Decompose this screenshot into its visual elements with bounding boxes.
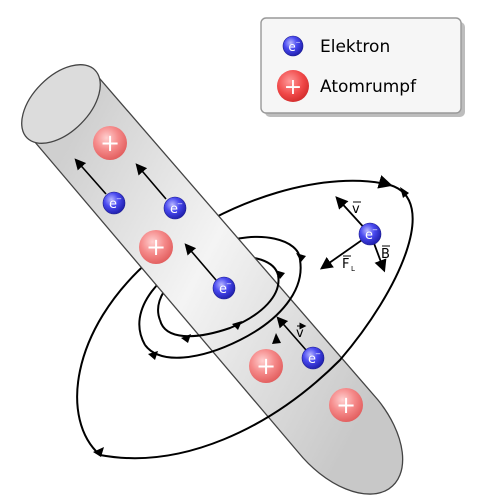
field-arrowhead [232, 321, 242, 330]
force-subscript: L [351, 265, 355, 273]
electron-charge: − [226, 280, 232, 288]
field-arrowhead [148, 351, 158, 360]
electron: e − [102, 191, 126, 215]
ion-plus-symbol: + [336, 391, 356, 419]
electron-symbol: e [219, 282, 227, 297]
electron: e − [163, 196, 187, 220]
ion-core: + [329, 388, 363, 422]
force-vector [319, 239, 363, 270]
field-arrowhead [272, 333, 281, 344]
electron-charge: − [116, 195, 122, 203]
electron-charge: − [177, 200, 183, 208]
field-line-middle-front [144, 259, 302, 359]
electron-symbol: e [109, 197, 117, 212]
velocity-label-lower: v [296, 322, 307, 341]
ion-plus-symbol: + [256, 352, 276, 380]
ion-plus-symbol: + [284, 75, 302, 100]
ion-core: + [249, 349, 283, 383]
field-lines-front [99, 175, 414, 460]
conductor-end-cap [21, 64, 101, 144]
force-symbol: F [342, 257, 349, 272]
electron-charge: − [295, 39, 300, 46]
drift-arrow [276, 316, 307, 351]
electron-charge: − [315, 350, 321, 358]
legend-item-ion: + Atomrumpf [277, 70, 417, 102]
legend-box [260, 17, 462, 114]
field-line-arrowheads [93, 187, 409, 457]
field-arrowhead [181, 334, 191, 343]
drift-arrow [184, 243, 217, 281]
electron-drift-arrows [74, 158, 307, 351]
legend-electron-label: Elektron [320, 37, 390, 57]
velocity-symbol: v [296, 326, 304, 341]
field-arrowhead [275, 270, 285, 279]
drift-arrow [135, 163, 167, 200]
electron-charge: − [372, 226, 378, 234]
field-arrowhead [93, 447, 104, 457]
ion-plus-symbol: + [100, 129, 120, 157]
legend-item-electron: e − Elektron [282, 35, 390, 57]
electron: e − [301, 346, 325, 370]
field-arrowhead [400, 187, 409, 198]
electron-symbol: e [308, 352, 316, 367]
electron-symbol: e [170, 202, 178, 217]
ion-core: + [139, 230, 173, 264]
ion-core: + [93, 126, 127, 160]
electron: e − [212, 276, 236, 300]
field-symbol: B [381, 247, 390, 262]
lorentz-force-diagram: e − v B F L [319, 196, 390, 273]
velocity-symbol: v [352, 202, 360, 217]
electron-symbol: e [288, 40, 295, 54]
ion-plus-symbol: + [146, 233, 166, 261]
drift-arrow [74, 158, 107, 195]
electron: e − [358, 222, 382, 246]
field-line-outer-front [99, 175, 414, 460]
legend-electron-marker: e − [282, 35, 304, 57]
field-line-inner-front [159, 274, 280, 338]
field-arrowhead [296, 253, 306, 262]
legend: e − Elektron + Atomrumpf [260, 17, 465, 117]
legend-ion-marker: + [277, 70, 309, 102]
electrons: e − e − e − e − [102, 191, 325, 370]
electron-symbol: e [365, 228, 373, 243]
legend-ion-label: Atomrumpf [320, 77, 417, 97]
ions: + + + + [93, 126, 363, 422]
